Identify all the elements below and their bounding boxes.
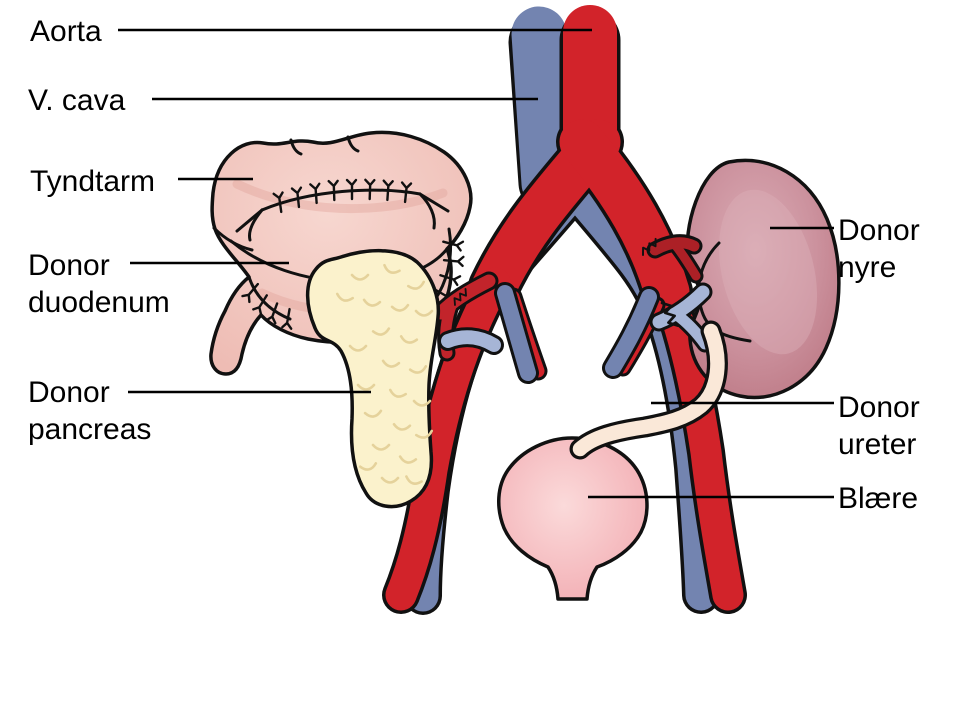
donor-kidney [685,158,841,400]
renal-vessels [638,234,714,353]
label-donor-pancreas: Donor pancreas [28,376,152,446]
label-donor-duodenum: Donor duodenum [28,249,170,319]
bladder-shape [497,436,649,601]
label-aorta: Aorta [30,15,102,48]
internal-iliac-stubs [494,282,666,384]
vena-cava-trunk [511,6,577,211]
donor-pancreas [305,248,441,509]
label-donor-nyre: Donor nyre [838,214,920,284]
kidney-hilum-line [697,241,752,343]
leader-lines [118,28,834,499]
label-tyndtarm: Tyndtarm [30,165,156,198]
label-blaere: Blære [838,482,919,515]
pancreas-shape [305,248,441,509]
kidney-highlight [718,189,818,355]
donor-ureter-tube [569,320,728,460]
label-donor-ureter: Donor ureter [838,391,920,461]
label-v-cava: V. cava [28,84,126,117]
pancreas-graft-vessels [431,271,504,362]
